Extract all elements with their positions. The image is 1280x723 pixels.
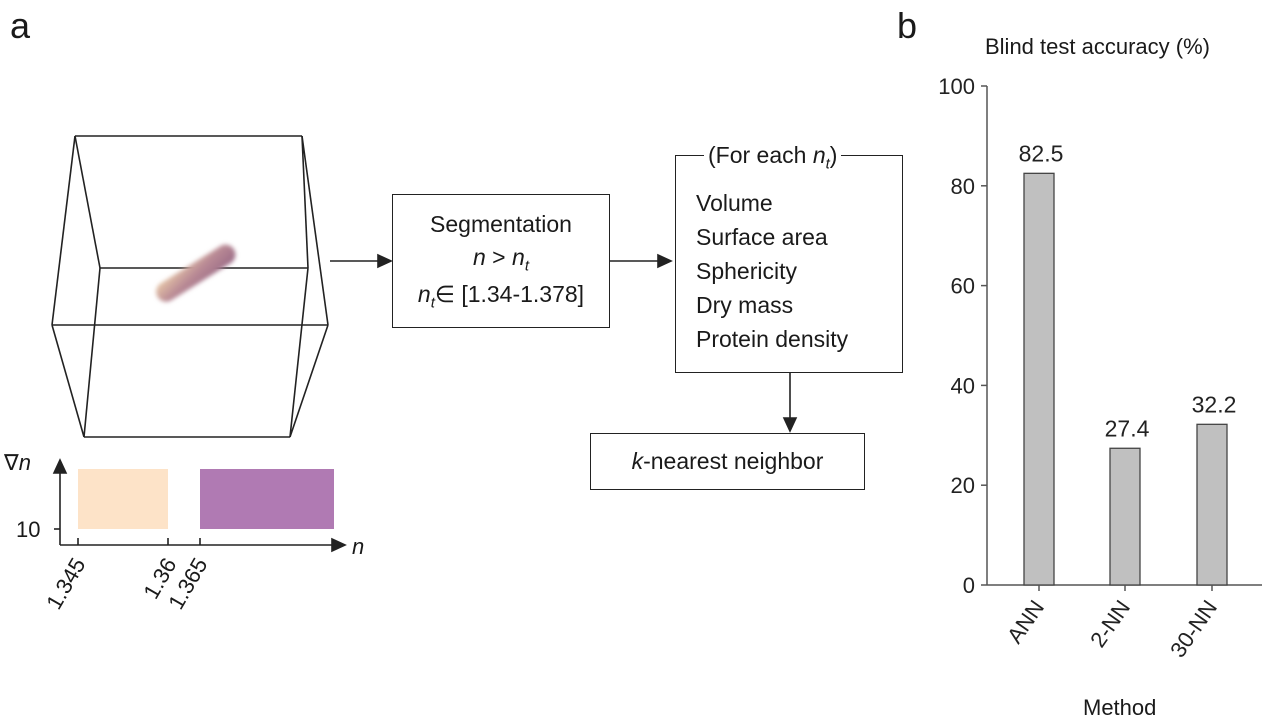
bar-value-label: 32.2	[1192, 391, 1237, 417]
feature-item: Sphericity	[696, 258, 797, 284]
bar	[1109, 447, 1141, 586]
panel-a-letter: a	[10, 5, 31, 46]
nabla-symbol: ∇	[4, 450, 19, 475]
feature-item: Surface area	[696, 224, 828, 250]
mini-chart-axes	[52, 458, 347, 553]
cell-rendering	[156, 244, 236, 302]
feature-item: Volume	[696, 190, 773, 216]
x-tick-label: 2-NN	[1085, 596, 1135, 652]
bar	[1023, 172, 1055, 586]
feature-item: Dry mass	[696, 292, 794, 318]
mini-chart-ylabel: ∇n	[4, 452, 31, 474]
chart-title: Blind test accuracy (%)	[985, 34, 1210, 59]
features-list: Volume Surface area Sphericity Dry mass …	[696, 186, 848, 356]
mini-chart-xlabel: n	[352, 534, 365, 559]
y-tick-label: 60	[951, 274, 975, 299]
y-tick-label: 0	[963, 573, 975, 598]
y-tick-label: 80	[951, 174, 975, 199]
wireframe-box	[51, 135, 329, 438]
mini-chart-ytick: 10	[16, 517, 41, 542]
x-tick-label: 30-NN	[1165, 596, 1222, 662]
feature-item: Protein density	[696, 326, 849, 352]
knn-k: k	[631, 448, 644, 474]
mini-chart-peach-band	[78, 469, 168, 529]
x-tick-label: ANN	[1002, 596, 1049, 648]
knn-label: -nearest neighbor	[643, 448, 824, 474]
bar-value-label: 82.5	[1019, 140, 1064, 166]
panel-b-letter: b	[897, 5, 918, 46]
segmentation-title: Segmentation	[430, 210, 572, 237]
flow-arrows	[330, 253, 798, 433]
bar	[1196, 423, 1228, 586]
mini-chart-purple-band	[200, 469, 334, 529]
features-box: (For each nt) Volume Surface area Spheri…	[675, 142, 903, 373]
knn-box: k-nearest neighbor	[590, 433, 865, 490]
segmentation-range: nt∈ [1.34-1.378]	[417, 280, 585, 312]
bar-value-label: 27.4	[1105, 415, 1150, 441]
segmentation-condition: n > nt	[473, 244, 529, 275]
ylabel-var: n	[18, 450, 31, 475]
segmentation-box: Segmentation n > nt nt∈ [1.34-1.378]	[392, 194, 610, 328]
y-tick-label: 20	[951, 473, 975, 498]
chart-xlabel: Method	[1083, 695, 1157, 720]
features-title: (For each nt)	[704, 142, 842, 174]
y-tick-label: 40	[951, 373, 975, 398]
y-tick-label: 100	[938, 74, 975, 99]
